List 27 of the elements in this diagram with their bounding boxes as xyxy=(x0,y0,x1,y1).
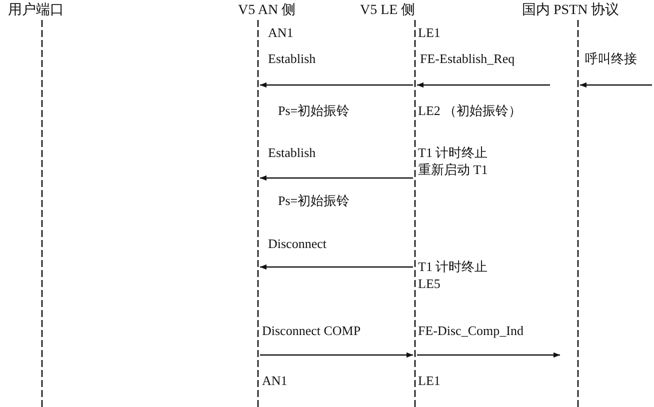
state-label: T1 计时终止重新启动 T1 xyxy=(418,144,489,178)
message-arrow xyxy=(260,175,413,181)
message-label: FE-Disc_Comp_Ind xyxy=(418,322,524,339)
participant-label: 用户端口 xyxy=(8,2,64,19)
state-label: Ps=初始振铃 xyxy=(278,102,350,119)
state-label: T1 计时终止 LE5 xyxy=(418,258,489,292)
state-label: AN1 xyxy=(262,372,288,389)
message-arrow xyxy=(260,82,413,88)
message-arrow xyxy=(260,352,413,358)
state-label: AN1 xyxy=(268,24,294,41)
state-label: Ps=初始振铃 xyxy=(278,192,350,209)
message-label: Establish xyxy=(268,50,316,67)
message-arrow xyxy=(580,82,652,88)
message-label: Disconnect xyxy=(268,235,326,252)
message-arrow xyxy=(417,352,560,358)
state-label: LE2 （初始振铃） xyxy=(418,102,522,119)
message-label: Establish xyxy=(268,144,316,161)
participant-label: V5 LE 侧 xyxy=(360,2,416,19)
participant-label: V5 AN 侧 xyxy=(238,2,296,19)
message-label: FE-Establish_Req xyxy=(420,50,515,67)
message-arrow xyxy=(417,82,550,88)
state-label: LE1 xyxy=(418,372,440,389)
message-label: 呼叫终接 xyxy=(585,50,637,67)
state-label: LE1 xyxy=(418,24,440,41)
message-arrow xyxy=(260,264,413,270)
message-label: Disconnect COMP xyxy=(262,322,361,339)
participant-label: 国内 PSTN 协议 xyxy=(522,2,620,19)
